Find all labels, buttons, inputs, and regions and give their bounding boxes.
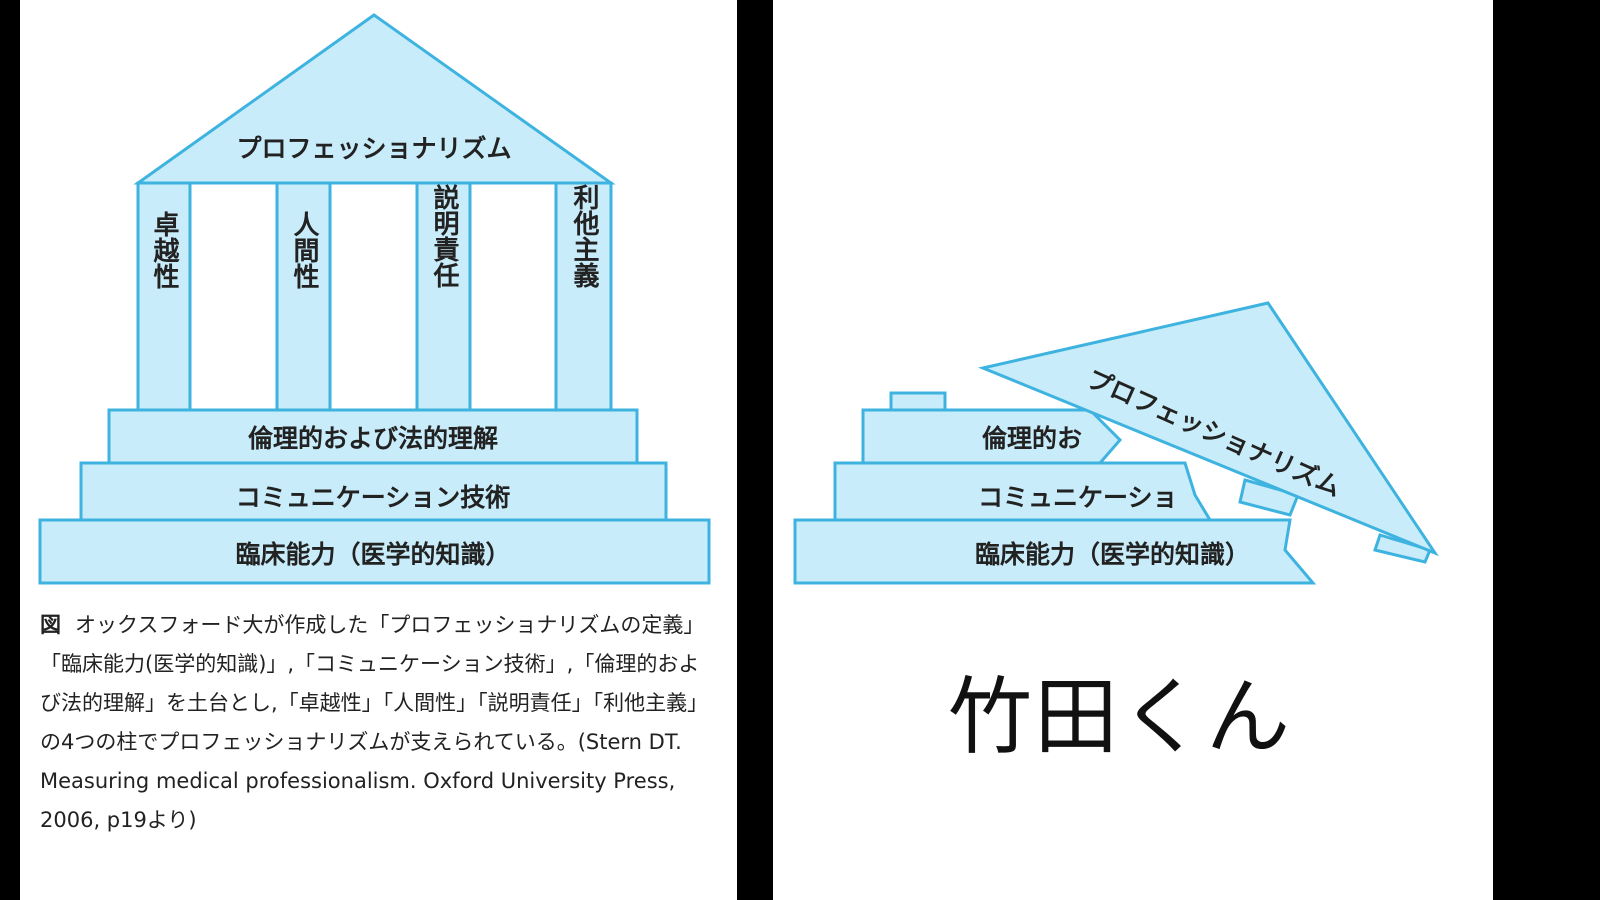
left-panel-temple-diagram: プロフェッショナリズム 卓越性 人間性 説明責任 利他主義 倫理的および法的理解…: [20, 0, 737, 900]
figure-caption: 図オックスフォード大が作成した「プロフェッショナリズムの定義」 「臨床能力(医学…: [40, 606, 720, 840]
step: [79, 461, 668, 522]
pillar-stub: [889, 391, 947, 412]
step-label: コミュニケーショ: [978, 483, 1178, 512]
step-label: 臨床能力（医学的知識）: [975, 540, 1250, 569]
temple-diagram: プロフェッショナリズム 卓越性 人間性 説明責任 利他主義 倫理的および法的理解…: [38, 13, 711, 585]
roof: [133, 13, 616, 185]
step: [861, 408, 1123, 465]
collapsed-temple-diagram: プロフェッショナリズム 倫理的お コミュニケーショ 臨床能力（医学的知識）: [793, 301, 1439, 585]
step: [833, 461, 1213, 522]
caption-body: 「臨床能力(医学的知識)」,「コミュニケーション技術」,「倫理的および法的理解」…: [40, 652, 709, 832]
pillar: [136, 181, 192, 412]
pillar-label: 利他主義: [569, 184, 600, 289]
step-label: 臨床能力（医学的知識）: [235, 540, 510, 569]
pillar-label: 人間性: [289, 211, 319, 289]
step: [38, 518, 711, 585]
step-label: 倫理的および法的理解: [248, 424, 498, 453]
step: [793, 518, 1317, 585]
right-panel-collapsed-temple: プロフェッショナリズム 倫理的お コミュニケーショ 臨床能力（医学的知識） 竹田…: [773, 0, 1493, 900]
step-label: コミュニケーション技術: [236, 483, 511, 512]
roof-label: プロフェッショナリズム: [236, 134, 511, 163]
pillar: [554, 181, 613, 412]
step: [107, 408, 639, 465]
pillar-label: 説明責任: [429, 183, 460, 288]
fallen-roof: [978, 301, 1439, 557]
pillar: [415, 181, 472, 412]
figure-label: 図: [40, 613, 61, 637]
step-label: 倫理的お: [982, 424, 1082, 453]
pillar: [275, 181, 332, 412]
caption-title: オックスフォード大が作成した「プロフェッショナリズムの定義」: [75, 613, 705, 637]
name-title: 竹田くん: [948, 668, 1293, 766]
pillar-label: 卓越性: [149, 211, 179, 289]
